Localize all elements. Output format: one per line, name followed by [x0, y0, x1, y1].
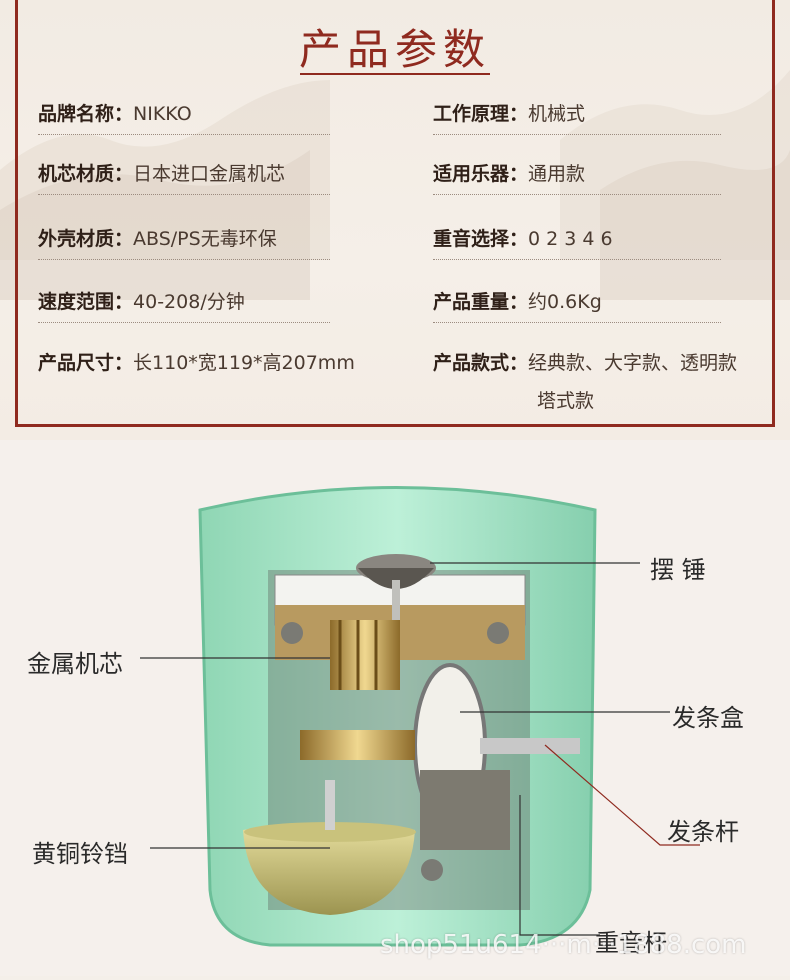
spec-value: 40-208/分钟 [133, 291, 245, 313]
spec-label: 品牌名称： [38, 103, 134, 125]
shop-watermark: shop51u614···m···1888.com [380, 930, 747, 960]
spec-working-principle: 工作原理：机械式 [433, 100, 585, 128]
metronome-illustration [140, 486, 700, 947]
spec-shell-material: 外壳材质：ABS/PS无毒环保 [38, 225, 277, 253]
spec-value: 长110*宽119*高207mm [133, 352, 355, 374]
spec-label: 产品款式： [433, 352, 529, 374]
spec-value: 约0.6Kg [528, 291, 602, 313]
spec-value: 0 2 3 4 6 [528, 228, 613, 250]
spec-label: 工作原理： [433, 103, 529, 125]
spec-accent: 重音选择：0 2 3 4 6 [433, 225, 613, 253]
spec-instrument: 适用乐器：通用款 [433, 160, 585, 188]
product-image-section: 摆 锤 金属机芯 发条盒 发条杆 黄铜铃铛 重音杆 [0, 440, 790, 976]
spec-panel-frame [15, 0, 775, 427]
title-underline [300, 73, 490, 75]
spec-value: NIKKO [133, 103, 192, 125]
spec-value: ABS/PS无毒环保 [133, 228, 277, 250]
callout-metal-movement: 金属机芯 [27, 650, 123, 678]
callout-winding-rod: 发条杆 [667, 818, 739, 846]
spec-label: 产品重量： [433, 291, 529, 313]
callout-brass-bell: 黄铜铃铛 [32, 840, 128, 868]
spec-style: 产品款式：经典款、大字款、透明款 [433, 349, 737, 377]
spec-movement-material: 机芯材质：日本进口金属机芯 [38, 160, 285, 188]
callout-accent-rod: 重音杆 [595, 929, 667, 957]
spec-value: 通用款 [528, 163, 586, 185]
page-title: 产品参数 [298, 25, 491, 74]
callout-pendulum-weight: 摆 锤 [650, 556, 706, 584]
spec-style-continuation: 塔式款 [537, 390, 595, 412]
spec-label: 重音选择： [433, 228, 529, 250]
spec-label: 速度范围： [38, 291, 134, 313]
spec-value: 日本进口金属机芯 [133, 163, 286, 185]
spec-value: 机械式 [528, 103, 586, 125]
spec-label: 适用乐器： [433, 163, 529, 185]
callout-spring-box: 发条盒 [672, 704, 744, 732]
spec-section: 产品参数 品牌名称：NIKKO 机芯材质：日本进口金属机芯 外壳材质：ABS/P… [0, 0, 790, 440]
divider [433, 322, 721, 323]
divider [433, 259, 721, 260]
divider [38, 194, 330, 195]
divider [38, 259, 330, 260]
spec-brand: 品牌名称：NIKKO [38, 100, 192, 128]
spec-dimensions: 产品尺寸：长110*宽119*高207mm [38, 349, 355, 377]
spec-label: 机芯材质： [38, 163, 134, 185]
spec-weight: 产品重量：约0.6Kg [433, 288, 602, 316]
mountain-background [0, 70, 790, 300]
spec-label: 产品尺寸： [38, 352, 134, 374]
spec-label: 外壳材质： [38, 228, 134, 250]
divider [38, 322, 330, 323]
spec-value: 经典款、大字款、透明款 [528, 352, 738, 374]
spec-speed-range: 速度范围：40-208/分钟 [38, 288, 245, 316]
divider [433, 134, 721, 135]
divider [433, 194, 721, 195]
divider [38, 134, 330, 135]
